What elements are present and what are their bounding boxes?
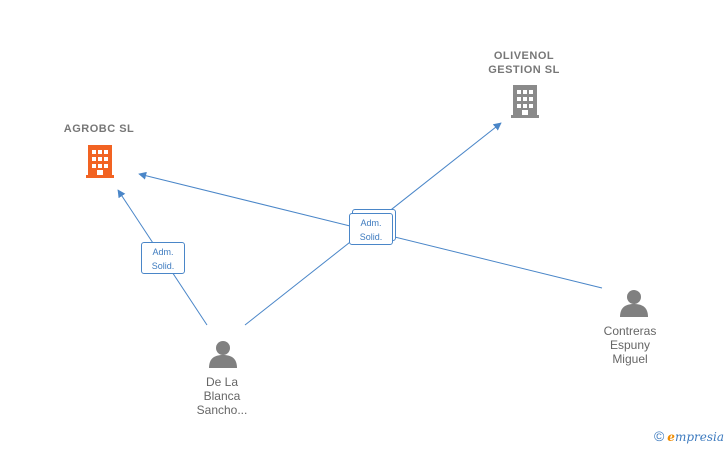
- company-name-olivenol[interactable]: OLIVENOL GESTION SL: [488, 50, 560, 76]
- empresia-watermark: ©empresia: [654, 428, 724, 444]
- person-icon[interactable]: [209, 341, 237, 368]
- building-icon[interactable]: [511, 85, 539, 118]
- company-name-agrobc[interactable]: AGROBC SL: [63, 123, 135, 135]
- person-name-contreras[interactable]: Contreras Espuny Miguel: [603, 324, 657, 366]
- brand-logo-e: e: [667, 430, 675, 444]
- copyright-icon: ©: [653, 428, 665, 444]
- person-name-delablanca[interactable]: De La Blanca Sancho...: [196, 375, 248, 417]
- brand-logo-text: mpresia: [674, 430, 724, 444]
- building-icon[interactable]: [86, 145, 114, 178]
- edge-role-label: Adm. Solid.: [141, 242, 185, 274]
- edge-role-label: Adm. Solid.: [349, 209, 396, 245]
- person-icon[interactable]: [620, 290, 648, 317]
